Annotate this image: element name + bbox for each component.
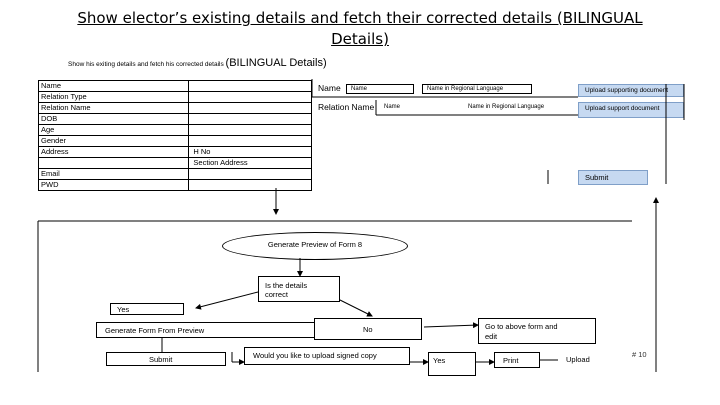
table-row: DOB: [37, 113, 312, 125]
print-node: Print: [494, 352, 540, 368]
name-input[interactable]: Name: [346, 84, 414, 94]
name-label: Name: [318, 83, 341, 93]
field-label: PWD: [37, 179, 190, 191]
yes-upload-label: Yes: [433, 356, 446, 365]
yes-upload-node: Yes: [428, 352, 476, 376]
page-title-line-1: Show elector’s existing details and fetc…: [77, 9, 643, 27]
page-title: Show elector’s existing details and fetc…: [0, 8, 720, 50]
subtitle-bold: (BILINGUAL Details): [225, 57, 327, 69]
relation-name-input-value: Name: [384, 104, 401, 110]
subtitle: Show his exiting details and fetch his c…: [68, 57, 327, 69]
page-title-line-2: Details): [331, 30, 389, 48]
upload-supporting-document-label: Upload supporting document: [585, 87, 669, 94]
yes-node: Yes: [110, 303, 184, 315]
go-to-form-line-2: edit: [485, 332, 498, 341]
flow-submit-node: Submit: [106, 352, 226, 366]
no-node: No: [314, 318, 422, 340]
print-label: Print: [503, 356, 519, 365]
no-node-label: No: [363, 325, 373, 334]
generate-form-node: Generate Form From Preview: [96, 322, 328, 338]
table-row: PWD: [37, 179, 312, 191]
relation-regional-value: Name in Regional Language: [468, 104, 545, 110]
upload-support-document-label: Upload support document: [585, 105, 660, 112]
relation-name-label: Relation Name: [318, 102, 375, 112]
would-upload-node: Would you like to upload signed copy: [244, 347, 410, 365]
flow-submit-label: Submit: [149, 355, 173, 364]
page-number: # 10: [632, 350, 647, 359]
generate-form-label: Generate Form From Preview: [105, 326, 205, 335]
field-value[interactable]: [188, 179, 312, 191]
name-regional-value: Name in Regional Language: [427, 86, 504, 92]
submit-button[interactable]: Submit: [578, 170, 648, 185]
go-to-form-line-1: Go to above form and: [485, 322, 558, 331]
generate-preview-node: Generate Preview of Form 8: [222, 232, 408, 260]
is-details-correct-node: Is the details correct: [258, 276, 340, 302]
name-regional-input[interactable]: Name in Regional Language: [422, 84, 532, 94]
relation-regional-input[interactable]: Name in Regional Language: [468, 104, 544, 110]
yes-node-label: Yes: [117, 305, 130, 314]
go-to-form-node: Go to above form and edit: [478, 318, 596, 344]
relation-name-input[interactable]: Name: [384, 104, 400, 110]
generate-preview-label: Generate Preview of Form 8: [267, 240, 363, 249]
table-row: Relation Name: [37, 102, 312, 114]
upload-node: Upload: [566, 355, 590, 364]
is-details-correct-line-1: Is the details: [265, 281, 308, 290]
would-upload-label: Would you like to upload signed copy: [253, 351, 377, 360]
is-details-correct-line-2: correct: [265, 290, 288, 299]
name-input-value: Name: [351, 86, 368, 92]
submit-button-label: Submit: [585, 173, 609, 182]
subtitle-text: Show his exiting details and fetch his c…: [68, 61, 224, 68]
